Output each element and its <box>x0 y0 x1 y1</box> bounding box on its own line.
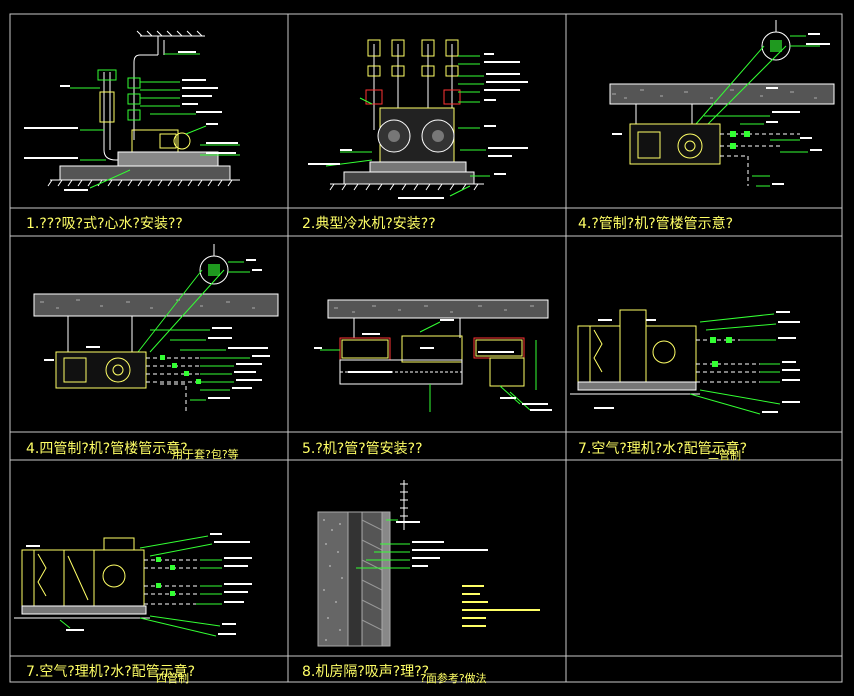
panel-5-fancoil-duct <box>314 299 552 412</box>
panel-4-fancoil-4pipe <box>33 244 279 414</box>
caption-panel-8-extra: ?面参考?做法 <box>420 672 487 685</box>
caption-panel-6: 7.空气?理机?水?配管示意? <box>578 441 748 457</box>
drawing-frame <box>9 13 843 683</box>
panel-3-fancoil-2pipe <box>609 20 835 187</box>
caption-panel-2: 2.典型冷水机?安装?? <box>302 216 436 232</box>
caption-panel-6-extra: 二管制 <box>708 449 741 462</box>
caption-panel-5: 5.?机?管?管安装?? <box>302 441 423 457</box>
caption-panel-4-extra: 用于套?包?等 <box>172 448 239 461</box>
caption-panel-3: 4.?管制?机?管楼管示意? <box>578 216 734 232</box>
panel-1-pump-install <box>24 30 240 191</box>
caption-panel-1: 1.???吸?式?心水?安装?? <box>26 216 183 232</box>
caption-panel-4: 4.四管制?机?管楼管示意? <box>26 441 188 457</box>
caption-panel-7-extra: 四管制 <box>156 672 189 685</box>
caption-panel-7: 7.空气?理机?水?配管示意? <box>26 664 196 680</box>
panel-6-ahu-2pipe <box>570 309 800 415</box>
panel-7-ahu-4pipe <box>14 533 252 637</box>
panel-8-wall-acoustic <box>317 480 540 647</box>
panel-2-chiller-install <box>308 39 528 199</box>
caption-panel-8: 8.机房隔?吸声?理?? <box>302 664 430 680</box>
